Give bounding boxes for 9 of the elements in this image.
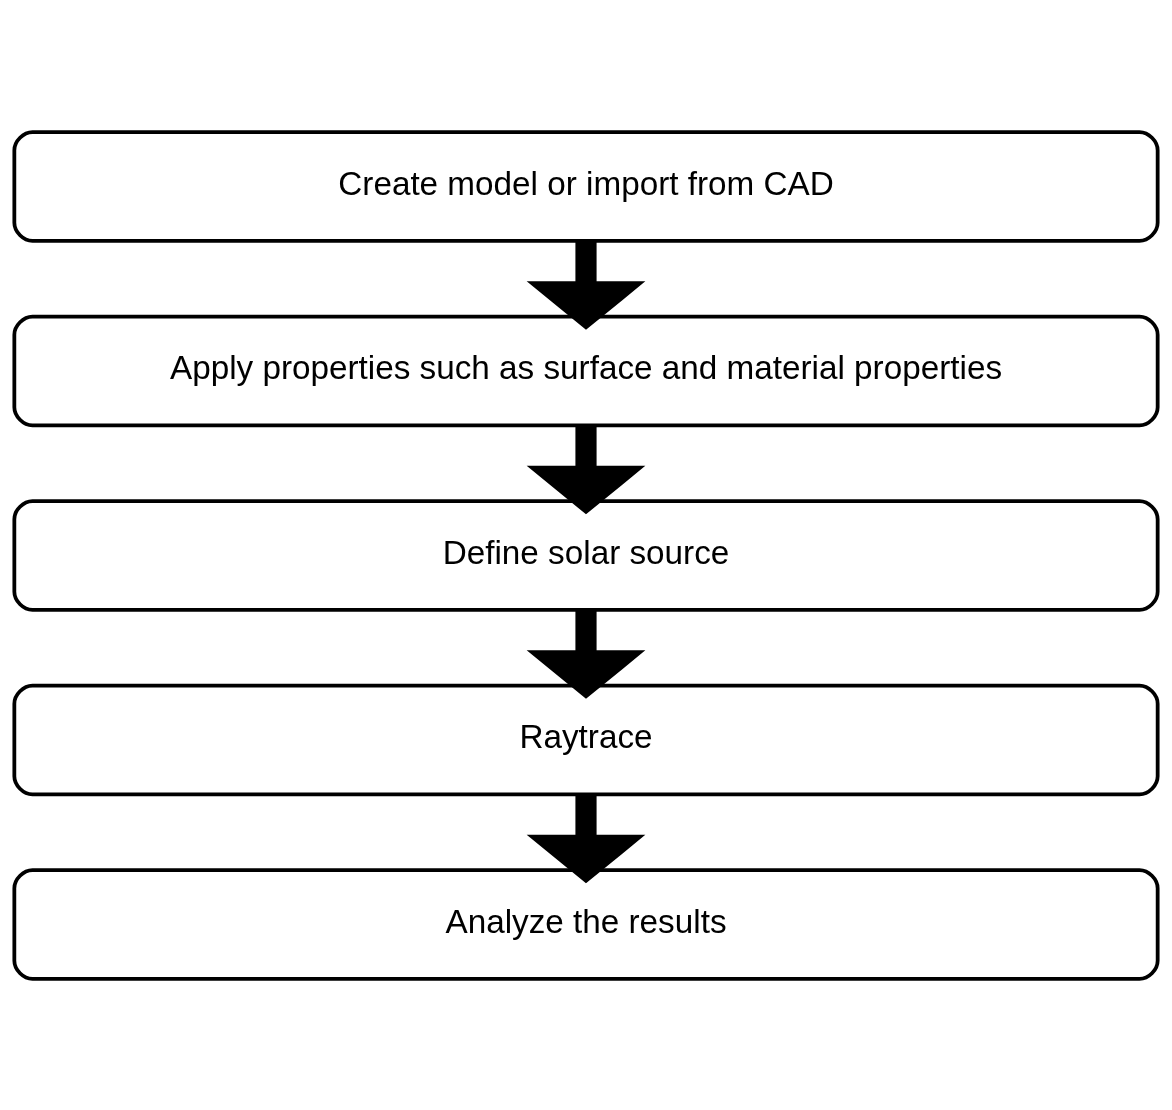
arrow	[526, 425, 646, 514]
node-box: Create model or import from CAD	[12, 129, 1160, 243]
arrow	[526, 240, 646, 330]
arrow	[526, 609, 646, 699]
arrow	[526, 794, 646, 883]
node-box: Define solar source	[12, 498, 1160, 612]
node-box: Raytrace	[12, 683, 1160, 796]
node-box: Apply properties such as surface and material properties	[12, 314, 1160, 427]
node-box: Analyze the results	[12, 867, 1160, 981]
